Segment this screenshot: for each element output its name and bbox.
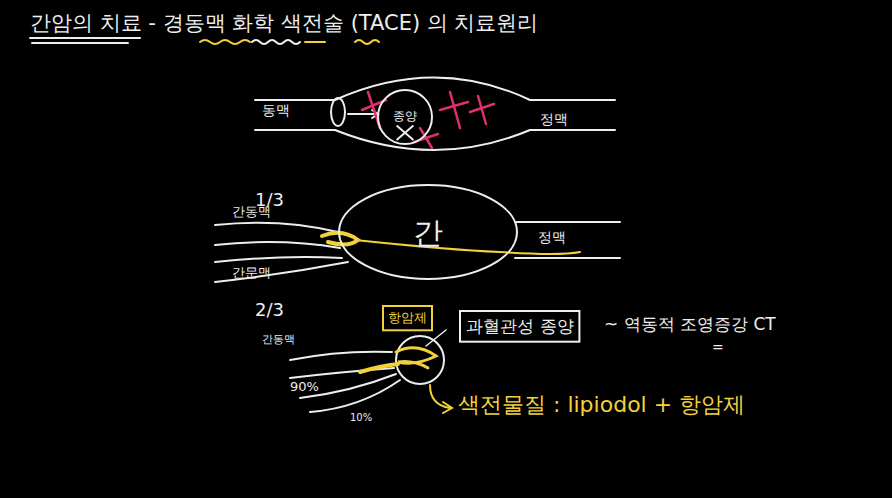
outline xyxy=(378,90,432,144)
node-text: 간 xyxy=(413,216,443,249)
tumor-box: 과혈관성 종양 xyxy=(459,310,580,343)
vessel-label: 동맥 xyxy=(262,103,290,118)
drug-box: 항암제 xyxy=(382,305,433,331)
embolic-label: 색전물질 : lipiodol + 항암제 xyxy=(458,393,745,417)
x-mark xyxy=(397,126,414,140)
vessel-label: 간문맥 xyxy=(232,266,271,280)
liver-shape: 간 xyxy=(338,184,518,280)
fraction-label: 2/3 xyxy=(255,300,284,320)
percent-label: 10% xyxy=(350,412,372,423)
vessel-label: 간동맥 xyxy=(232,205,271,219)
outline xyxy=(460,311,579,342)
outline xyxy=(383,306,432,330)
outline xyxy=(339,185,517,279)
vessel-label: 정맥 xyxy=(540,112,568,127)
note: ~ 역동적 조영증강 CT xyxy=(604,315,776,334)
node-text: 과혈관성 종양 xyxy=(466,317,573,336)
equals-sign: = xyxy=(712,340,724,355)
title: 간암의 치료 - 경동맥 화학 색전술 (TACE) 의 치료원리 xyxy=(30,12,539,35)
node-text: 종양 xyxy=(393,110,417,123)
node-text: 항암제 xyxy=(388,311,427,325)
tumor-circle: 종양 xyxy=(377,89,433,145)
vessel-label: 간동맥 xyxy=(262,334,295,346)
percent-label: 90% xyxy=(290,380,319,394)
vessel-label: 정맥 xyxy=(538,230,566,245)
